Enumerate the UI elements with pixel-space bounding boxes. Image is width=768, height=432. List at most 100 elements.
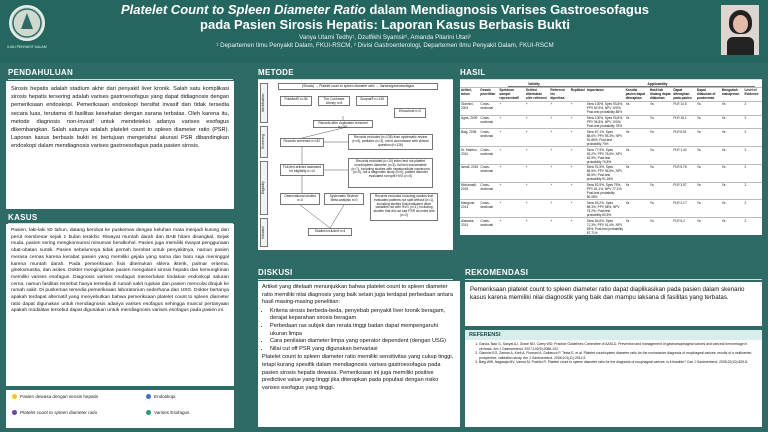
legend-swatch (146, 410, 151, 415)
table-cell: + (524, 199, 550, 218)
table-cell: + (524, 217, 550, 235)
table-cell: Ya (695, 217, 721, 235)
table-cell: Cross-sectional (479, 100, 499, 116)
table-cell: Mangone, 2013 (460, 199, 480, 218)
table-cell: + (524, 128, 550, 147)
ebsco-box: Ebscohost n=0 (394, 108, 426, 118)
table-cell: + (549, 146, 570, 165)
table-cell: 2 (743, 199, 762, 218)
table-cell: Ya (624, 114, 649, 129)
table-cell: Cross-sectional (479, 146, 499, 165)
divider (8, 223, 233, 224)
table-cell: PLR 5,2 (672, 217, 696, 235)
logo-label: ILMU PENYAKIT DALAM (7, 45, 47, 49)
table-cell: + (524, 114, 550, 129)
table-cell: Sens 87,1%, Spes 88,6%; PPV 95,3%, NPV 9… (585, 128, 625, 147)
table-cell: 2 (743, 114, 762, 129)
table-cell: PLR 1,42 (672, 146, 696, 165)
author-photo (721, 5, 759, 55)
reference-item: Baig WW, Nagaraja MV, Varma M, Prabhu R.… (479, 360, 758, 365)
table-header-cell: Mengubah manajemen (720, 87, 744, 102)
table-header-cell: Importance (585, 87, 625, 102)
diskusi-bullet: Cara penilaian diameter limpa yang opera… (270, 338, 456, 346)
table-cell: + (498, 199, 525, 218)
table-cell: + (498, 163, 525, 183)
divider (465, 279, 762, 280)
table-cell: Ya (624, 163, 649, 183)
table-group-header: Validity Applicability (460, 80, 762, 87)
table-cell: Ya (720, 114, 744, 129)
pico-legend: Pasien dewasa dengan sirosis hepatis End… (6, 390, 234, 428)
table-cell: Ya (648, 163, 673, 183)
table-cell: Ya (624, 217, 649, 235)
table-cell: Ya (648, 181, 673, 200)
rekomendasi-heading: REKOMENDASI (465, 268, 529, 277)
table-cell: 2 (743, 146, 762, 165)
table-cell: Ya (720, 217, 744, 235)
hasil-heading: HASIL (460, 68, 486, 77)
divider (8, 79, 233, 80)
diskusi-body: Artikel yang ditelaah menunjukkan bahwa … (258, 281, 460, 427)
table-header-cell: Seleksi ditentukan oleh referensi (524, 87, 550, 102)
duplicates-box: Records after duplicates removed n=167 (313, 120, 373, 129)
diskusi-bullet: Perbedaan ras subjek dan rerata tinggi b… (270, 323, 456, 338)
table-cell: + (569, 128, 586, 147)
authors: Vanya Utami Tedhy¹, Dzulfikhi Syamsir², … (299, 34, 471, 41)
table-cell: Ya (695, 128, 721, 147)
table-cell: PLR 3,57 (672, 181, 696, 200)
table-cell: + (569, 163, 586, 183)
legend-swatch (146, 394, 151, 399)
table-cell: + (549, 114, 570, 129)
table-cell: + (549, 163, 570, 183)
table-header-cell: Level of Evidence (743, 87, 762, 102)
table-cell: + (569, 146, 586, 165)
table-cell: Ya (624, 100, 649, 116)
reference-item: Garcia-Tsao G, Sanyal AJ, Grace ND, Care… (479, 342, 758, 351)
table-cell: Ya (624, 128, 649, 147)
table-cell: Ya (695, 100, 721, 116)
table-cell: 2 (743, 163, 762, 183)
pubmed-box: PubMed® n=36 (280, 96, 312, 106)
table-cell: 2 (743, 181, 762, 200)
table-cell: Ya (695, 181, 721, 200)
table-cell: Sens 100%, Spes 93,8%; PPV 96,8%, NPV 10… (585, 114, 625, 129)
table-cell: Ya (720, 146, 744, 165)
metode-heading: METODE (258, 68, 294, 77)
table-cell: Sens 91,5%, Spes 85,5%; PPV 96,5%, NPV 6… (585, 163, 625, 183)
table-cell: Ya (720, 199, 744, 218)
table-header-cell: Referensi tes diperiksa (549, 87, 570, 102)
table-cell: Cross-sectional (479, 163, 499, 183)
table-cell: Giannini, 2003 (460, 100, 480, 116)
flow-arrows (299, 116, 348, 229)
title-italic: Platelet Count to Spleen Diameter Ratio (120, 2, 366, 17)
table-cell: Mohamadi, 2015 (460, 181, 480, 200)
diskusi-heading: DISKUSI (258, 268, 293, 277)
prisma-flowchart: Identification Screening Eligibility Inc… (258, 80, 453, 250)
table-cell: Ya (624, 146, 649, 165)
reference-item: Giannini EG, Zaman A, Kreil A, Floreani … (479, 351, 758, 360)
table-cell: 2 (743, 128, 762, 147)
table-cell: + (569, 181, 586, 200)
table-cell: PLR 14,5 (672, 100, 696, 116)
legend-item: Varises Esofagus (146, 410, 189, 415)
legend-item: Platelet count to spleen diameter ratio (12, 410, 132, 415)
table-cell: Ya (695, 114, 721, 129)
table-cell: Ya (648, 146, 673, 165)
table-header-cell: Desain penelitian (479, 87, 499, 102)
table-cell: Ya (695, 146, 721, 165)
table-cell: Baig, 2008 (460, 128, 480, 147)
table-header-cell: Replikasi (569, 87, 586, 102)
table-cell: Cross-sectional (479, 217, 499, 235)
table-cell: + (549, 217, 570, 235)
table-cell: Alamaka, 2014 (460, 217, 480, 235)
referensi-box: REFERENSI Garcia-Tsao G, Sanyal AJ, Grac… (465, 330, 762, 427)
legend-swatch (12, 394, 17, 399)
table-cell: Sens 77,9%, Spes 45,2%; PPV 76,6%, NPV 6… (585, 146, 625, 165)
table-cell: Dr. Martino, 2010 (460, 146, 480, 165)
final-box: Studies included n=4 (308, 228, 352, 236)
excluded-1-box: Records excluded (n=135) from systematic… (348, 134, 433, 150)
